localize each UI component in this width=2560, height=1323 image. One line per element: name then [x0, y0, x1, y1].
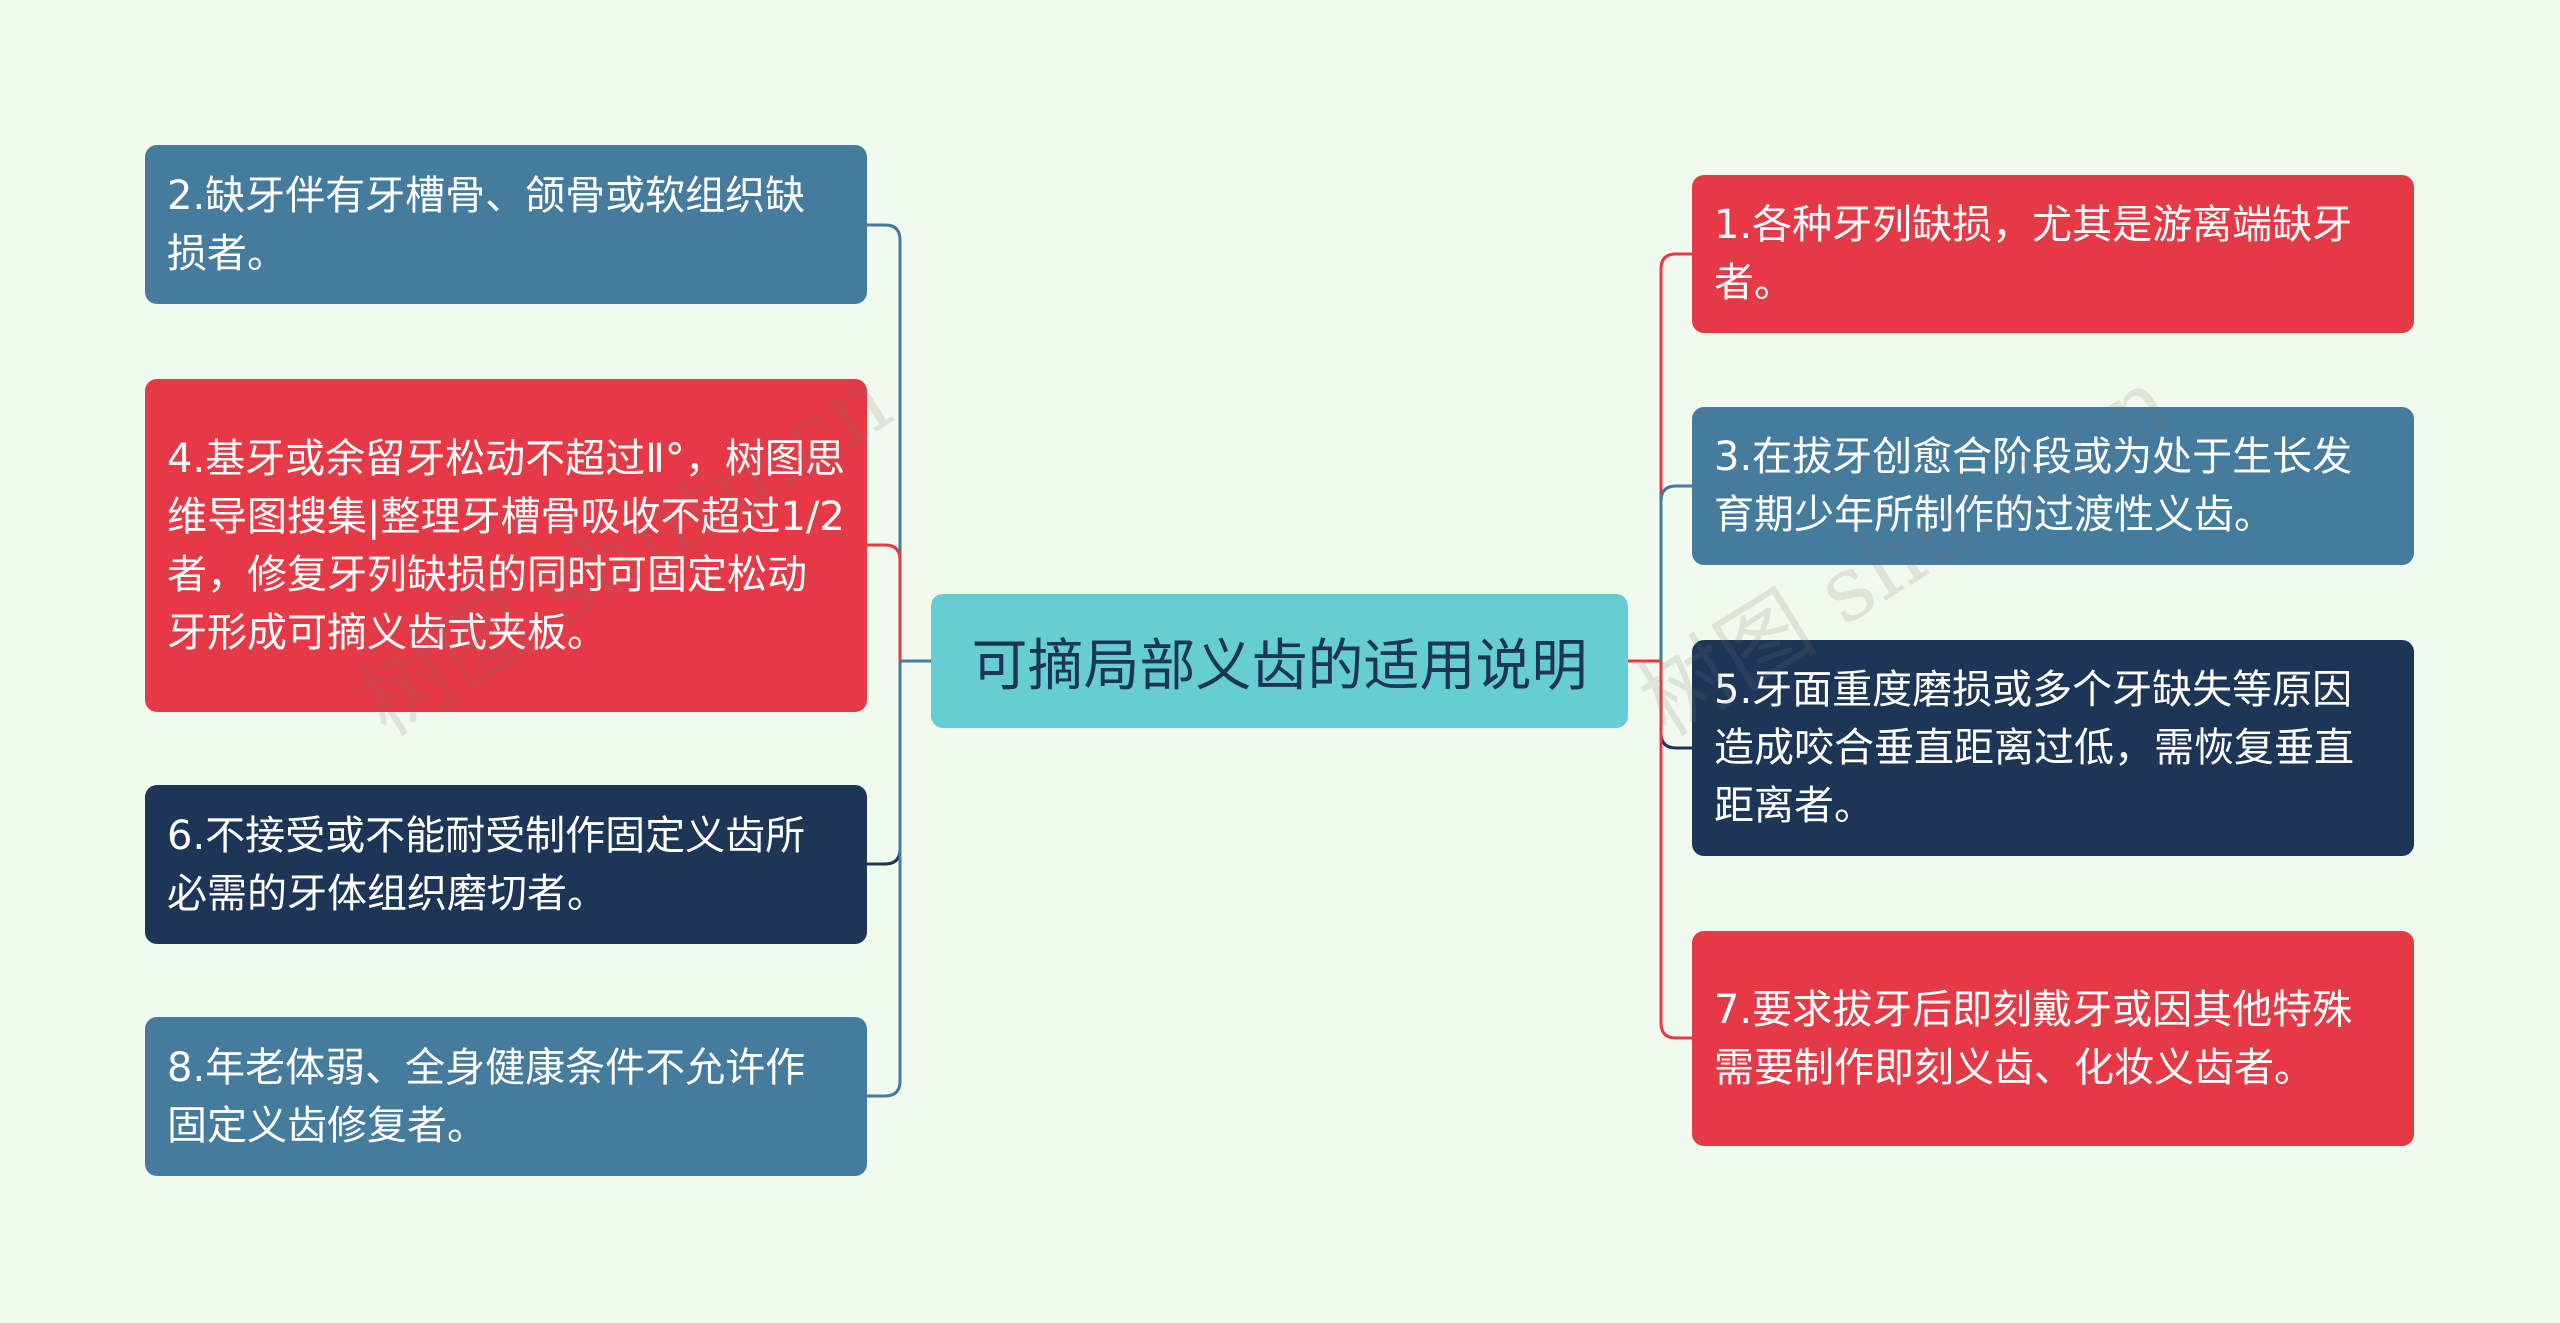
right-node-3[interactable]: 3.在拔牙创愈合阶段或为处于生长发育期少年所制作的过渡性义齿。	[1692, 407, 2414, 565]
left-node-2[interactable]: 2.缺牙伴有牙槽骨、颌骨或软组织缺损者。	[145, 145, 867, 304]
right-node-7[interactable]: 7.要求拔牙后即刻戴牙或因其他特殊需要制作即刻义齿、化妆义齿者。	[1692, 931, 2414, 1146]
node-text: 2.缺牙伴有牙槽骨、颌骨或软组织缺损者。	[167, 172, 806, 277]
node-text: 5.牙面重度磨损或多个牙缺失等原因造成咬合垂直距离过低，需恢复垂直距离者。	[1714, 667, 2354, 829]
node-text: 8.年老体弱、全身健康条件不允许作固定义齿修复者。	[167, 1044, 806, 1149]
right-node-1[interactable]: 1.各种牙列缺损，尤其是游离端缺牙者。	[1692, 175, 2414, 333]
right-node-5[interactable]: 5.牙面重度磨损或多个牙缺失等原因造成咬合垂直距离过低，需恢复垂直距离者。	[1692, 640, 2414, 856]
left-node-4[interactable]: 4.基牙或余留牙松动不超过Ⅱ°，树图思维导图搜集|整理牙槽骨吸收不超过1/2者，…	[145, 379, 867, 712]
node-text: 1.各种牙列缺损，尤其是游离端缺牙者。	[1714, 202, 2353, 306]
node-text: 7.要求拔牙后即刻戴牙或因其他特殊需要制作即刻义齿、化妆义齿者。	[1714, 986, 2353, 1091]
node-text: 6.不接受或不能耐受制作固定义齿所必需的牙体组织磨切者。	[167, 812, 806, 917]
node-text: 3.在拔牙创愈合阶段或为处于生长发育期少年所制作的过渡性义齿。	[1714, 434, 2353, 538]
node-text: 4.基牙或余留牙松动不超过Ⅱ°，树图思维导图搜集|整理牙槽骨吸收不超过1/2者，…	[167, 435, 845, 656]
central-topic[interactable]: 可摘局部义齿的适用说明	[931, 594, 1628, 728]
left-node-8[interactable]: 8.年老体弱、全身健康条件不允许作固定义齿修复者。	[145, 1017, 867, 1176]
left-node-6[interactable]: 6.不接受或不能耐受制作固定义齿所必需的牙体组织磨切者。	[145, 785, 867, 944]
central-topic-label: 可摘局部义齿的适用说明	[971, 633, 1588, 699]
